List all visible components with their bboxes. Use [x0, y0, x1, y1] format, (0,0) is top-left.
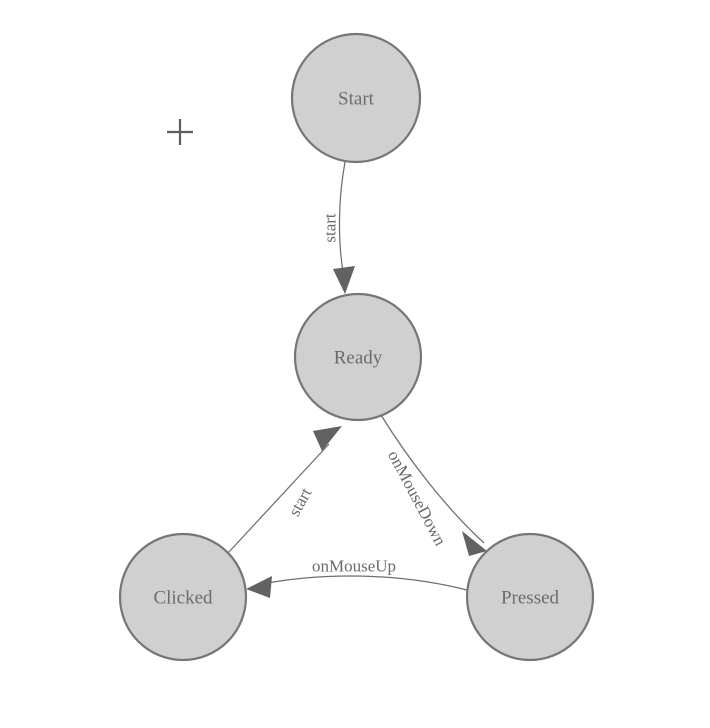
node-label-start: Start	[338, 89, 375, 110]
node-label-pressed: Pressed	[501, 588, 560, 609]
edge-clicked-to-ready[interactable]: start	[227, 426, 342, 554]
edge-path-ready-to-pressed	[380, 414, 485, 544]
edge-path-clicked-to-ready	[227, 443, 330, 554]
node-label-ready: Ready	[334, 348, 383, 369]
edge-label-pressed-to-clicked: onMouseUp	[312, 557, 396, 576]
edge-pressed-to-clicked[interactable]: onMouseUp	[246, 557, 468, 599]
node-circle-pressed	[465, 532, 595, 662]
edge-label-clicked-to-ready: start	[285, 484, 316, 519]
node-circle-start	[290, 32, 422, 164]
node-circle-clicked	[118, 532, 248, 662]
arrowhead-start-to-ready	[333, 266, 355, 294]
arrowhead-ready-to-pressed	[462, 531, 487, 556]
node-label-clicked: Clicked	[153, 588, 213, 609]
edge-ready-to-pressed[interactable]: onMouseDown	[380, 414, 487, 556]
node-circle-ready	[293, 292, 423, 422]
node-start[interactable]: Start	[290, 32, 422, 164]
edge-label-ready-to-pressed: onMouseDown	[384, 447, 450, 549]
arrowhead-pressed-to-clicked	[246, 576, 272, 598]
node-ready[interactable]: Ready	[293, 292, 423, 422]
edge-label-start-to-ready: start	[321, 213, 340, 243]
node-clicked[interactable]: Clicked	[118, 532, 248, 662]
edge-path-pressed-to-clicked	[261, 575, 468, 591]
crosshair-icon	[167, 119, 193, 145]
arrowhead-clicked-to-ready	[313, 426, 342, 451]
edge-path-start-to-ready	[338, 161, 346, 273]
node-pressed[interactable]: Pressed	[465, 532, 595, 662]
edge-start-to-ready[interactable]: start	[321, 161, 356, 294]
